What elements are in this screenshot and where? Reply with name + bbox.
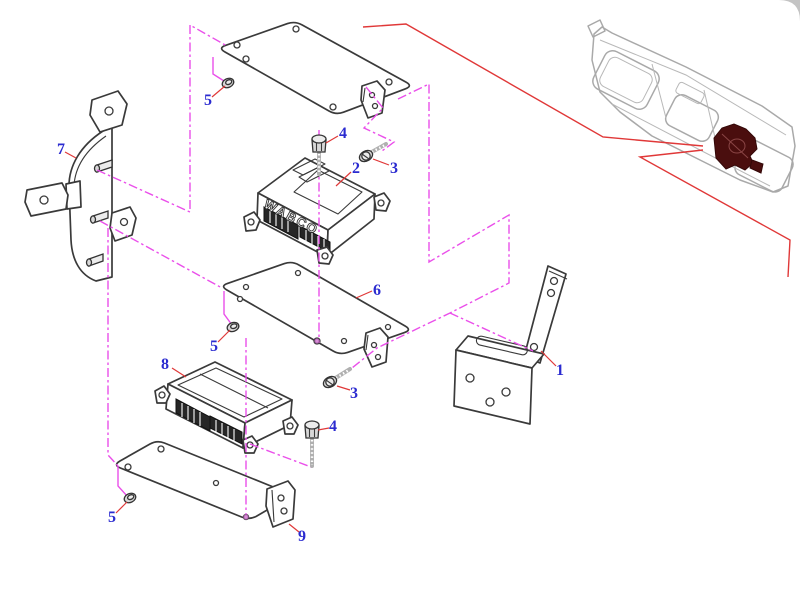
callout-2: 2	[352, 160, 360, 177]
lower-ecu-connector-block	[175, 398, 243, 445]
upper-cap-screw	[311, 134, 327, 176]
window-rounded-corner	[779, 0, 800, 21]
cap-nut-middle	[226, 321, 240, 333]
callout-numbers: 1 2 3 4 5 6 7 8 9 3 4 5 5	[57, 92, 564, 545]
panel-end-tab	[587, 19, 606, 38]
lower-cap-screw	[304, 420, 320, 468]
lower-flange-bolt	[322, 367, 352, 389]
callout-7: 7	[57, 141, 65, 158]
callout-6: 6	[373, 282, 381, 299]
vehicle-front-panel-inset	[587, 19, 796, 193]
middle-mounting-plate	[222, 261, 410, 368]
right-mounting-bracket	[453, 265, 568, 425]
bottom-mounting-plate	[115, 440, 296, 528]
bracket1-slot	[475, 335, 528, 356]
bottom-plate-side-tab	[265, 480, 296, 528]
callout-4-lower: 4	[329, 418, 337, 435]
upper-flange-bolt	[358, 142, 388, 163]
highlighted-ecu-location	[713, 123, 764, 174]
callout-3-upper: 3	[390, 160, 398, 177]
callout-3-lower: 3	[350, 385, 358, 402]
top-plate-side-tab	[360, 80, 386, 119]
top-cover-plate	[220, 21, 411, 119]
callout-8: 8	[161, 356, 169, 373]
left-mounting-bracket	[24, 90, 137, 282]
callout-4-upper: 4	[339, 125, 347, 142]
lower-ecu	[154, 361, 299, 454]
callout-5-middle: 5	[210, 338, 218, 355]
middle-plate-side-tab	[363, 327, 389, 368]
callout-9: 9	[298, 528, 306, 545]
ecu-top-recess	[293, 169, 363, 215]
callout-leader-lines	[64, 85, 557, 533]
bracket7-studs	[85, 159, 113, 267]
cap-nut-top	[221, 77, 235, 89]
cap-nut-bottom	[123, 492, 137, 504]
callout-1: 1	[556, 362, 564, 379]
location-routing-lines	[362, 23, 791, 278]
callout-5-top: 5	[204, 92, 212, 109]
callout-5-bottom: 5	[108, 509, 116, 526]
